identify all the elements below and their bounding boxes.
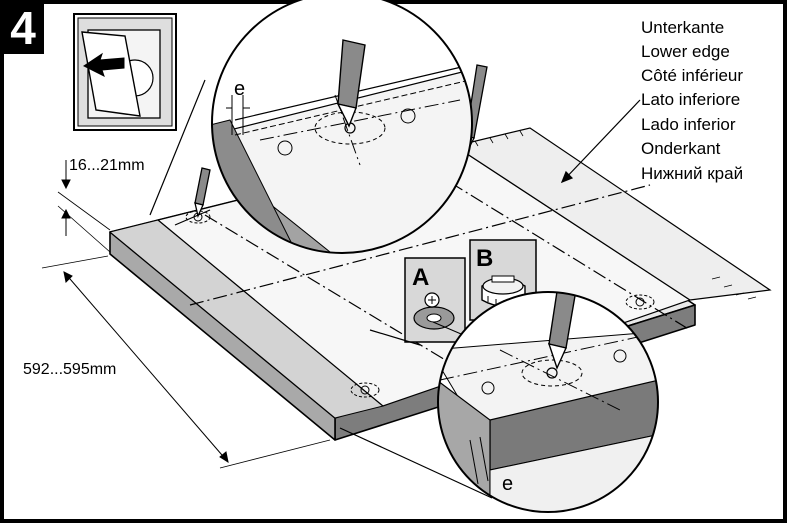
- edge-label-fr: Côté inférieur: [641, 66, 743, 85]
- callout-b-letter: B: [476, 245, 493, 272]
- center-line-3: [429, 169, 691, 331]
- remove-arrow-icon: [83, 52, 125, 77]
- drill-mark-bottom-left: [360, 385, 370, 395]
- edge-label-block: Unterkante Lower edge Côté inférieur Lat…: [641, 18, 743, 183]
- edge-leader: [560, 99, 641, 184]
- gap-label-top: e: [234, 78, 245, 100]
- dimension-depth: [41, 255, 331, 469]
- edge-label-en: Lower edge: [641, 42, 730, 61]
- edge-label-es: Lado inferior: [641, 115, 736, 134]
- magnifier-bottom: e: [339, 291, 659, 513]
- thickness-label: 16...21mm: [69, 157, 145, 174]
- edge-label-it: Lato inferiore: [641, 90, 740, 109]
- pencil-left: [194, 167, 211, 219]
- ruler-ticks: [474, 130, 757, 300]
- edge-label-de: Unterkante: [641, 18, 724, 37]
- edge-label-nl: Onderkant: [641, 139, 721, 158]
- lifted-top-panel: [81, 31, 141, 117]
- magnifier-top-ring: [211, 0, 473, 254]
- depth-label: 592...595mm: [23, 361, 116, 378]
- edge-label-ru: Нижний край: [641, 164, 743, 183]
- step-badge: 4: [2, 2, 44, 54]
- magnifier-bottom-ring: [437, 291, 659, 513]
- drill-mark-right: [635, 297, 645, 307]
- center-line-1: [189, 184, 651, 306]
- gap-label-bottom: e: [502, 473, 513, 495]
- dimension-thickness: [57, 160, 111, 253]
- callout-a-letter: A: [412, 264, 429, 291]
- step-number: 4: [10, 2, 36, 54]
- appliance-inset: [73, 13, 177, 131]
- callout-a: A: [404, 257, 466, 343]
